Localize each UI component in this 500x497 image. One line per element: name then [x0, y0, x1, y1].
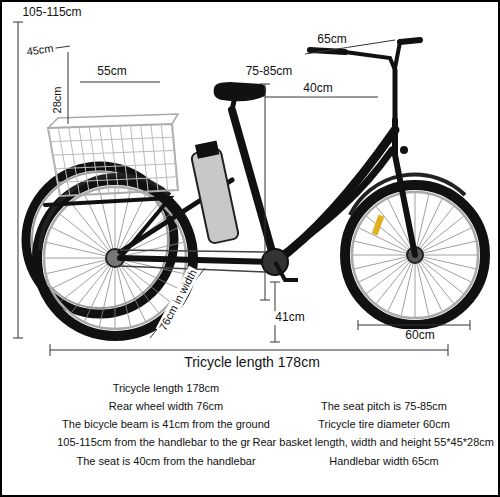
rear-basket — [48, 114, 178, 196]
spec-note: The seat pitch is 75-85cm — [319, 400, 449, 413]
dimension-label: 41cm — [273, 311, 306, 325]
dimension-label: 28cm — [51, 85, 64, 116]
dimension-label: 60cm — [403, 329, 436, 343]
spec-note: Tricycle length 178cm — [111, 382, 222, 395]
dimension-label: 105-115cm — [20, 6, 83, 20]
dimension-label: 45cm — [24, 42, 56, 59]
seat — [214, 82, 266, 101]
spec-note: Rear wheel width 76cm — [107, 400, 225, 413]
spec-note: The seat is 40cm from the handlebar — [74, 455, 257, 468]
drivetrain — [120, 146, 408, 280]
spec-note: The bicycle beam is 41cm from the ground — [60, 418, 272, 431]
spec-note: Tricycle tire diameter 60cm — [316, 418, 452, 431]
dimension-label: 40cm — [301, 82, 334, 96]
dimension-label: 55cm — [95, 65, 128, 79]
frame — [45, 40, 420, 262]
dimension-label: 65cm — [315, 33, 348, 47]
dimension-label: Tricycle length 178cm — [182, 354, 322, 370]
spec-note: Handlebar width 65cm — [327, 455, 440, 468]
battery — [191, 140, 239, 244]
spec-note: 105-115cm from the handlebar to the grou… — [55, 436, 277, 449]
dimension-label: 75-85cm — [244, 65, 295, 79]
dimension-lines — [13, 22, 470, 356]
spec-note: Rear basket length, width and height 55*… — [250, 436, 496, 449]
